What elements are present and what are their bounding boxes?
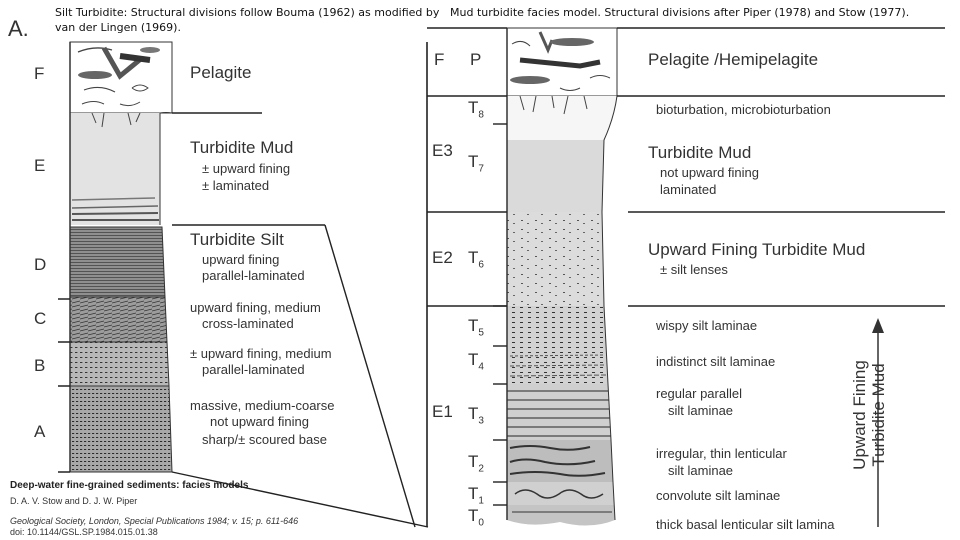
desc-c-line2: cross-laminated <box>202 316 294 331</box>
desc-t3-line2: silt laminae <box>668 403 734 418</box>
t-label-8: T8 <box>468 98 484 121</box>
desc-t7-line1: not upward fining <box>660 165 760 180</box>
desc-t2-line2: silt laminae <box>668 463 734 478</box>
t-label-0: T0 <box>468 506 484 529</box>
division-letter-a: A <box>34 422 46 441</box>
desc-d-line2: parallel-laminated <box>202 268 305 283</box>
desc-e-title: Turbidite Mud <box>190 138 294 157</box>
desc-b-line2: parallel-laminated <box>202 362 305 377</box>
col-letter-e2: E2 <box>432 248 453 267</box>
heading-pelagite: Pelagite /Hemipelagite <box>648 50 819 69</box>
arrow-label-line1: Upward Fining <box>850 360 869 470</box>
left-sediment-column <box>69 41 173 473</box>
right-division-ticks <box>493 123 507 506</box>
desc-t2-line1: irregular, thin lenticular <box>656 446 787 461</box>
t-label-2: T2 <box>468 452 484 475</box>
division-letter-d: D <box>34 255 47 274</box>
desc-e-line2: ± laminated <box>202 178 270 193</box>
arrow-label: Upward Fining Turbidite Mud <box>850 350 888 480</box>
desc-t3-line1: regular parallel <box>656 386 742 401</box>
desc-t0: thick basal lenticular silt lamina <box>656 517 835 532</box>
desc-d-line1: upward fining <box>202 252 280 267</box>
arrow-label-line2: Turbidite Mud <box>869 363 888 467</box>
col-letter-e3: E3 <box>432 141 453 160</box>
desc-t5: wispy silt laminae <box>656 318 758 333</box>
t-label-5: T5 <box>468 316 484 339</box>
col-letter-e1: E1 <box>432 402 453 421</box>
right-boundary-lines <box>427 27 945 307</box>
heading-upward-fining: Upward Fining Turbidite Mud <box>648 240 866 259</box>
desc-e-line1: ± upward fining <box>202 161 291 176</box>
t-label-7: T7 <box>468 152 484 175</box>
desc-a-line3: sharp/± scoured base <box>202 432 327 447</box>
desc-t7-line2: laminated <box>660 182 717 197</box>
desc-f-title: Pelagite <box>190 63 252 82</box>
left-caption: Silt Turbidite: Structural divisions fol… <box>55 6 440 34</box>
desc-a-line1: massive, medium-coarse <box>190 398 335 413</box>
reference-title: Deep-water fine-grained sediments: facie… <box>10 480 249 491</box>
desc-b-line1: ± upward fining, medium <box>190 346 332 361</box>
t-label-6: T6 <box>468 248 484 271</box>
division-letter-f: F <box>34 64 45 83</box>
division-letter-e: E <box>34 156 46 175</box>
upward-arrow <box>872 318 884 527</box>
heading-turbidite-mud: Turbidite Mud <box>648 143 752 162</box>
desc-t4: indistinct silt laminae <box>656 354 776 369</box>
panel-letter: A. <box>8 16 29 41</box>
col-letter-f: F <box>434 50 445 69</box>
t-label-4: T4 <box>468 350 484 373</box>
right-caption: Mud turbidite facies model. Structural d… <box>450 6 910 19</box>
t-label-1: T1 <box>468 484 484 507</box>
t-label-3: T3 <box>468 404 484 427</box>
reference-doi: doi: 10.1144/GSL.SP.1984.015.01.38 <box>10 527 158 537</box>
left-boundary-lines <box>171 112 429 528</box>
desc-t1: convolute silt laminae <box>656 488 781 503</box>
desc-c-line1: upward fining, medium <box>190 300 321 315</box>
desc-a-line2: not upward fining <box>210 414 310 429</box>
desc-d-title: Turbidite Silt <box>190 230 284 249</box>
right-sediment-column <box>506 27 618 526</box>
desc-t8: bioturbation, microbioturbation <box>656 102 831 117</box>
division-letter-b: B <box>34 356 46 375</box>
reference-journal: Geological Society, London, Special Publ… <box>10 516 299 526</box>
left-division-ticks <box>58 298 70 473</box>
desc-t6: ± silt lenses <box>660 262 728 277</box>
reference-authors: D. A. V. Stow and D. J. W. Piper <box>10 496 138 506</box>
division-letter-c: C <box>34 309 47 328</box>
col-letter-p: P <box>470 50 482 69</box>
